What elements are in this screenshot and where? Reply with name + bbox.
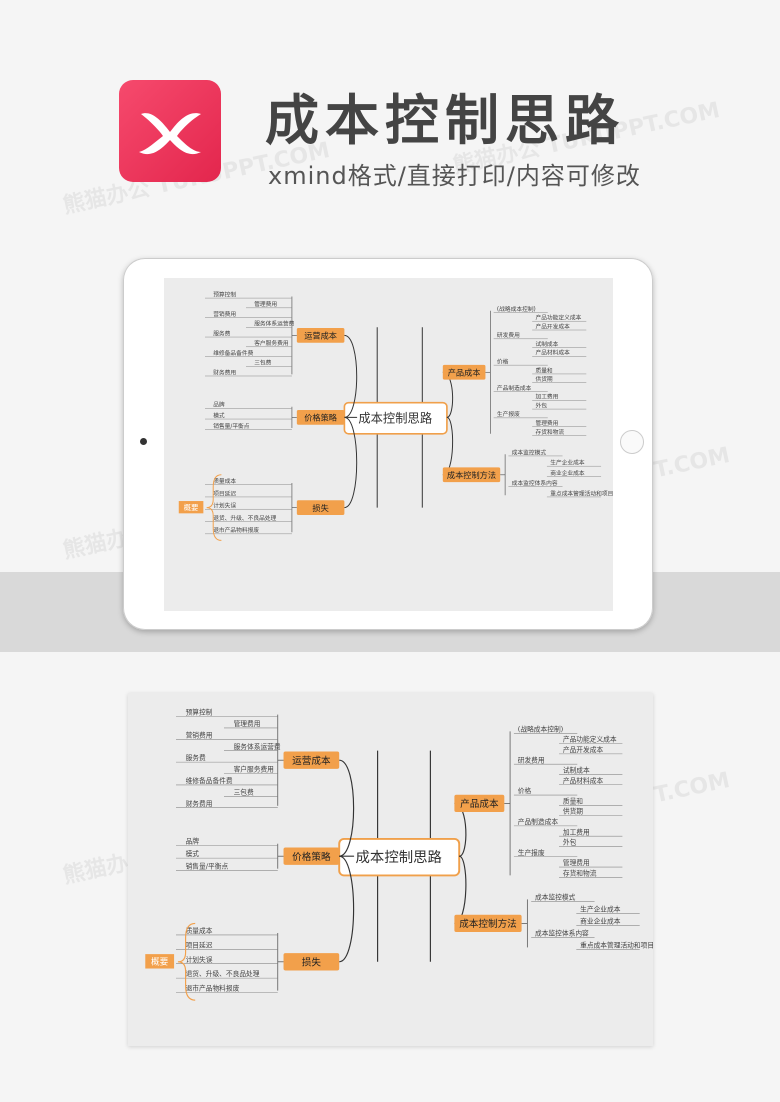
child-label: 商业企业成本 — [580, 916, 621, 925]
child-label: 供货期 — [535, 375, 552, 383]
child-label: 产品制造成本 — [497, 384, 532, 392]
child-label: 服务体系运营费 — [234, 742, 281, 751]
child-label: 营销费用 — [213, 310, 236, 318]
child-label: 产品功能定义成本 — [563, 735, 617, 744]
child-label: 维修备品备件费 — [186, 776, 233, 785]
child-label: 质量和 — [563, 796, 583, 805]
child-label: 质量成本 — [213, 477, 236, 485]
child-label: 外包 — [563, 838, 577, 847]
branch-label: 成本控制方法 — [459, 918, 517, 930]
child-label: 生产报废 — [518, 848, 545, 857]
child-label: 品牌 — [213, 401, 225, 409]
child-label: 销售量/平衡点 — [186, 862, 229, 871]
page-subtitle: xmind格式/直接打印/内容可修改 — [268, 156, 641, 191]
child-label: 存货和物流 — [563, 868, 597, 877]
child-label: 价格 — [518, 786, 532, 795]
child-label: 生产企业成本 — [550, 459, 585, 467]
child-label: 三包费 — [234, 787, 254, 796]
child-label: 产品功能定义成本 — [535, 314, 581, 322]
child-label: 服务体系运营费 — [254, 320, 294, 328]
child-label: 三包费 — [254, 359, 271, 367]
child-label: 质量成本 — [186, 926, 213, 935]
child-label: 管理费用 — [535, 419, 558, 427]
child-label: 模式 — [213, 411, 225, 419]
child-label: 产品制造成本 — [518, 817, 559, 826]
child-label: 价格 — [497, 358, 509, 366]
child-label: 项目延迟 — [213, 489, 236, 497]
child-label: 客户服务费用 — [254, 339, 289, 347]
center-node-label: 成本控制思路 — [356, 849, 442, 866]
child-label: 财务费用 — [213, 368, 236, 376]
xmind-logo-icon — [119, 80, 221, 182]
child-label: 外包 — [535, 401, 547, 409]
child-label: 计划失误 — [213, 502, 236, 510]
child-label: 试制成本 — [535, 340, 558, 348]
child-label: 加工费用 — [563, 827, 590, 836]
child-label: 产品开发成本 — [563, 745, 604, 754]
branch-label: 产品成本 — [448, 368, 481, 378]
child-label: 重点成本管理活动和项目 — [580, 940, 653, 949]
branch-label: 损失 — [312, 503, 328, 513]
child-label: 重点成本管理活动和项目 — [550, 489, 613, 497]
child-label: 试制成本 — [563, 766, 590, 775]
child-label: 销售量/平衡点 — [213, 422, 250, 430]
paper-mockup: 成本控制思路运营成本预算控制管理费用营销费用服务体系运营费服务费客户服务费用维修… — [128, 693, 653, 1046]
child-label: 研发费用 — [518, 755, 545, 764]
child-label: 服务费 — [186, 753, 206, 762]
child-label: 预算控制 — [213, 290, 236, 298]
child-label: 营销费用 — [186, 730, 213, 739]
child-label: 计划失误 — [186, 955, 213, 964]
child-label: 管理费用 — [254, 300, 277, 308]
child-label: 退货、升级、不良品处理 — [213, 514, 276, 522]
child-label: 生产企业成本 — [580, 904, 621, 913]
page-title: 成本控制思路 — [265, 76, 625, 155]
child-label: 预算控制 — [186, 708, 213, 717]
child-label: 成本监控模式 — [512, 448, 547, 456]
branch-label: 成本控制方法 — [447, 470, 496, 480]
branch-label: 运营成本 — [292, 755, 331, 767]
branch-label: 损失 — [302, 957, 322, 969]
child-label: 存货和物流 — [535, 428, 564, 436]
tablet-screen: 成本控制思路运营成本预算控制管理费用营销费用服务体系运营费服务费客户服务费用维修… — [164, 278, 613, 611]
child-label: 管理费用 — [234, 719, 261, 728]
child-label: 供货期 — [563, 807, 583, 816]
child-label: 项目延迟 — [186, 940, 213, 949]
branch-label: 产品成本 — [460, 798, 499, 810]
child-label: 成本监控体系内容 — [535, 928, 589, 937]
mindmap-diagram: 成本控制思路运营成本预算控制管理费用营销费用服务体系运营费服务费客户服务费用维修… — [128, 693, 653, 1046]
child-label: 模式 — [186, 849, 200, 858]
child-label: 服务费 — [213, 329, 230, 337]
child-label: 成本监控体系内容 — [512, 479, 558, 487]
child-label: 退市产品物料报废 — [186, 984, 240, 993]
branch-label: 价格策略 — [304, 413, 338, 423]
child-label: 维修备品备件费 — [213, 349, 253, 357]
camera-icon — [140, 438, 147, 445]
child-label: 客户服务费用 — [234, 765, 274, 774]
child-label: 产品材料成本 — [563, 776, 604, 785]
child-label: 品牌 — [186, 837, 200, 846]
child-label: (战略成本控制) — [497, 305, 536, 313]
child-label: 商业企业成本 — [550, 469, 585, 477]
child-label: 退货、升级、不良品处理 — [186, 969, 260, 978]
child-label: 成本监控模式 — [535, 892, 576, 901]
child-label: 生产报废 — [497, 410, 520, 418]
child-label: 加工费用 — [535, 393, 558, 401]
summary-label: 概要 — [184, 503, 199, 512]
center-node-label: 成本控制思路 — [358, 410, 432, 425]
child-label: 退市产品物料报废 — [213, 526, 259, 534]
tablet-mockup: 成本控制思路运营成本预算控制管理费用营销费用服务体系运营费服务费客户服务费用维修… — [123, 258, 653, 630]
child-label: 产品开发成本 — [535, 322, 570, 330]
summary-label: 概要 — [151, 956, 169, 968]
home-button-icon — [620, 430, 644, 454]
child-label: 质量和 — [535, 366, 552, 374]
child-label: 管理费用 — [563, 858, 590, 867]
branch-label: 运营成本 — [304, 331, 337, 341]
child-label: (战略成本控制) — [518, 724, 564, 733]
child-label: 产品材料成本 — [535, 349, 570, 357]
branch-label: 价格策略 — [292, 851, 331, 863]
child-label: 研发费用 — [497, 331, 520, 339]
child-label: 财务费用 — [186, 799, 213, 808]
mindmap-diagram: 成本控制思路运营成本预算控制管理费用营销费用服务体系运营费服务费客户服务费用维修… — [164, 278, 613, 611]
